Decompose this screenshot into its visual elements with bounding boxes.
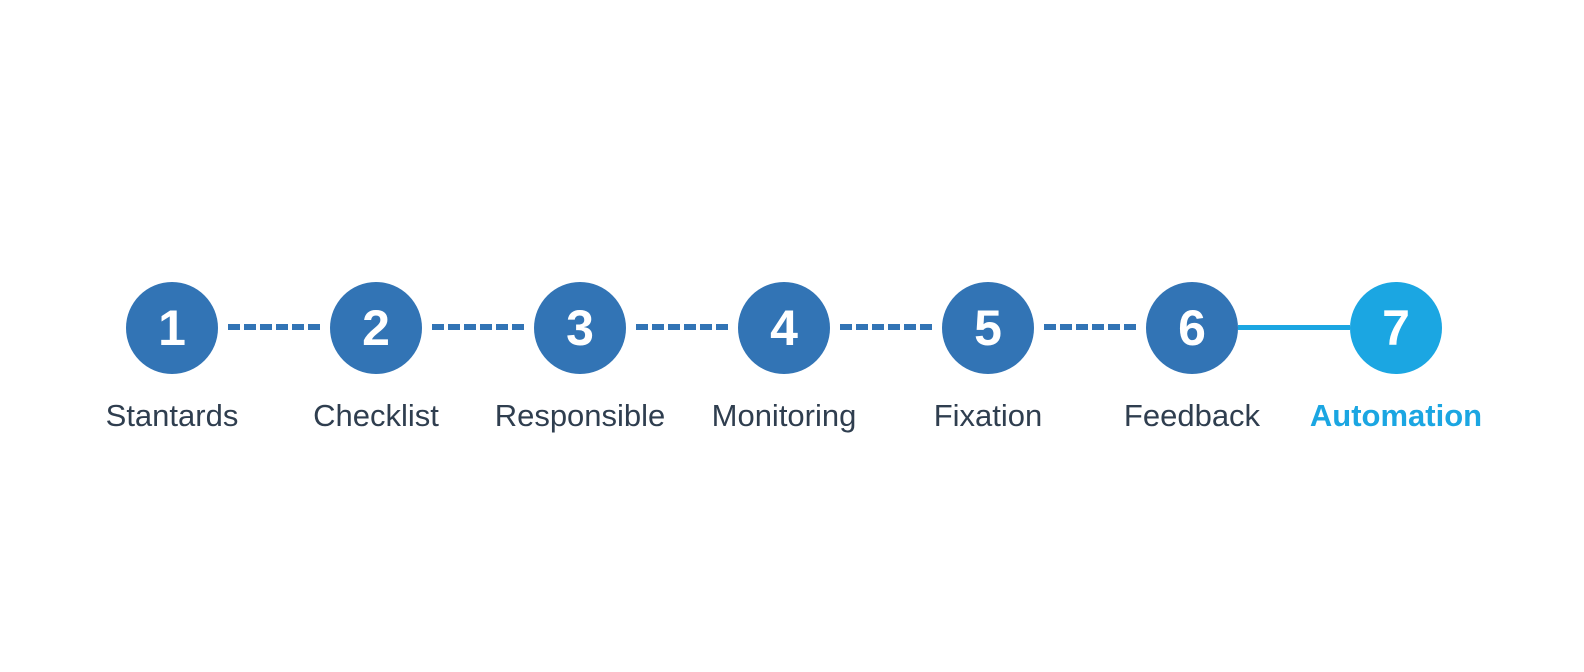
step-label: Responsible xyxy=(494,398,666,433)
step-label: Monitoring xyxy=(711,398,857,433)
step-number-circle: 6 xyxy=(1146,282,1238,374)
step-label: Stantards xyxy=(105,398,239,433)
connector-5-6 xyxy=(1044,324,1136,330)
step-number-circle: 1 xyxy=(126,282,218,374)
connector-2-3 xyxy=(432,324,524,330)
step-number-circle: 3 xyxy=(534,282,626,374)
connector-4-5 xyxy=(840,324,932,330)
connector-3-4 xyxy=(636,324,728,330)
step-label: Checklist xyxy=(313,398,439,433)
step-label: Automation xyxy=(1309,398,1483,433)
connector-1-2 xyxy=(228,324,320,330)
step-number-circle: 7 xyxy=(1350,282,1442,374)
step-number-circle: 5 xyxy=(942,282,1034,374)
step-number-circle: 2 xyxy=(330,282,422,374)
connector-6-7 xyxy=(1238,325,1350,330)
step-label: Fixation xyxy=(933,398,1043,433)
step-number-circle: 4 xyxy=(738,282,830,374)
step-label: Feedback xyxy=(1123,398,1261,433)
